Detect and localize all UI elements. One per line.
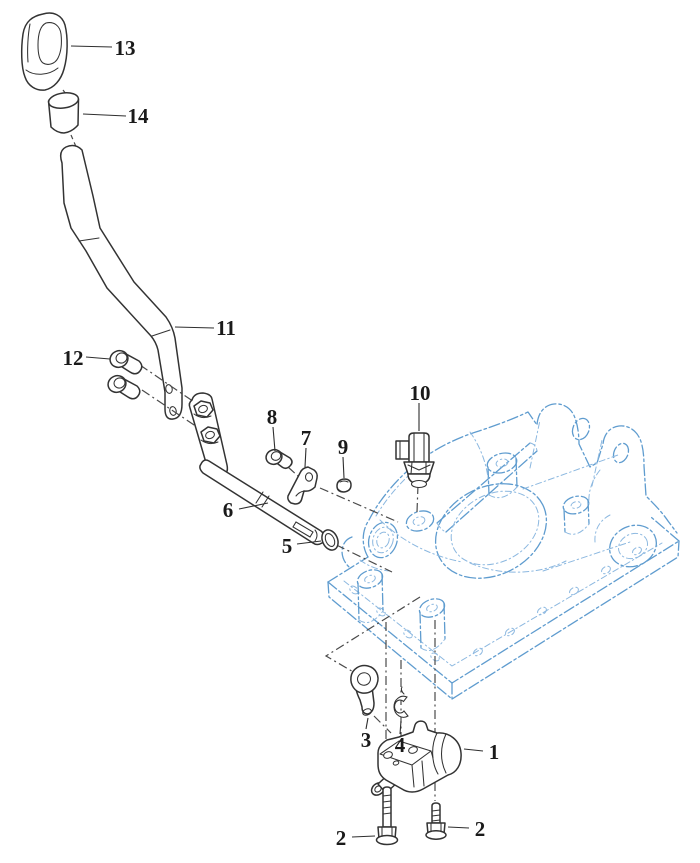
- part-13-shift-knob: [20, 12, 68, 91]
- part-3-crank-arm: [350, 664, 379, 716]
- housing-reference-assembly: [327, 403, 680, 700]
- assembly-axis-lines: [62, 89, 436, 801]
- callout-2-left: 2: [336, 826, 347, 850]
- callout-14: 14: [128, 104, 150, 128]
- callout-5: 5: [282, 534, 293, 558]
- part-12-bolt-upper: [109, 349, 143, 375]
- leader-lines: [70, 45, 484, 838]
- part-2-bolt-left: [375, 786, 399, 846]
- part-5-seal-washer: [321, 529, 339, 551]
- bolt-12-axis-lines: [139, 364, 207, 434]
- part-10-elbow-fitting: [395, 432, 435, 489]
- callout-7: 7: [301, 426, 312, 450]
- callout-11: 11: [216, 316, 236, 340]
- callout-3: 3: [361, 728, 372, 752]
- part-7-retainer-bracket: [287, 466, 318, 505]
- part-4-snap-ring: [393, 686, 409, 718]
- part-2-bolt-right: [425, 802, 447, 840]
- callout-4: 4: [395, 733, 406, 757]
- part-8-plug-bolt: [265, 448, 293, 470]
- part-14-bushing: [47, 92, 80, 134]
- callout-labels: 13 14 11 12 8 7 9 10 6 5 3 4 1 2 2: [63, 36, 500, 850]
- callout-10: 10: [410, 381, 431, 405]
- callout-13: 13: [115, 36, 136, 60]
- callout-12: 12: [63, 346, 84, 370]
- part-1-valve-body: [370, 720, 462, 796]
- part-11-shift-lever: [59, 144, 183, 420]
- callout-9: 9: [338, 435, 349, 459]
- part-12-bolt-lower: [107, 374, 141, 400]
- callout-2-right: 2: [475, 817, 486, 841]
- callout-6: 6: [223, 498, 234, 522]
- callout-1: 1: [489, 740, 500, 764]
- part-9-cap-nut: [336, 478, 352, 493]
- callout-8: 8: [267, 405, 278, 429]
